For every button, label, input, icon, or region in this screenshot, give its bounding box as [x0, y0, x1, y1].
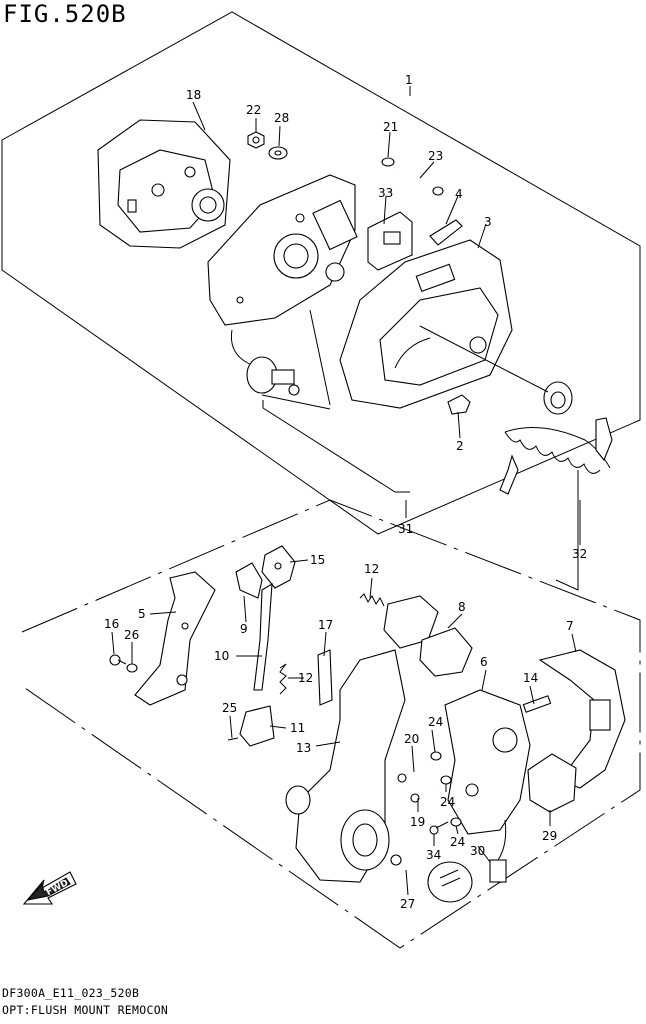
- lanyard-32: [499, 417, 613, 495]
- emblem: [427, 861, 473, 903]
- callout-4: 4: [455, 187, 463, 201]
- washer-21: [381, 157, 395, 167]
- grommet: [543, 381, 573, 415]
- plate-9: [235, 562, 263, 599]
- callout-13: 13: [296, 741, 311, 755]
- pin-14: [522, 695, 552, 713]
- callout-14: 14: [523, 671, 538, 685]
- callout-26: 26: [124, 628, 139, 642]
- screw-34: [429, 821, 449, 835]
- lever-5: [134, 571, 216, 706]
- callout-24-c: 24: [450, 835, 465, 849]
- callout-8: 8: [458, 600, 466, 614]
- callout-24-a: 24: [428, 715, 443, 729]
- figure-title: FIG.520B: [3, 0, 127, 28]
- screw-27: [390, 854, 427, 876]
- figure-code: DF300A_E11_023_520B: [2, 986, 140, 1000]
- callout-1: 1: [405, 73, 413, 87]
- washer-26: [126, 663, 138, 673]
- washer-24-a: [430, 751, 442, 761]
- assembly-boundary-upper: [1, 11, 641, 535]
- spring-12-upper: [359, 593, 385, 607]
- callout-29: 29: [542, 829, 557, 843]
- bracket-11: [239, 705, 275, 747]
- callout-30: 30: [470, 844, 485, 858]
- figure-caption: OPT:FLUSH MOUNT REMOCON: [2, 1003, 169, 1017]
- callout-7: 7: [566, 619, 574, 633]
- callout-33: 33: [378, 186, 393, 200]
- screw-16: [109, 654, 127, 666]
- screw-23: [397, 166, 444, 196]
- clip-17: [317, 649, 333, 706]
- connector-30: [489, 819, 507, 883]
- callout-6: 6: [480, 655, 488, 669]
- cover-plate: [207, 174, 358, 326]
- spring-12-lower: [279, 663, 287, 695]
- cap-2: [447, 394, 471, 415]
- handle-13: [285, 649, 406, 883]
- callout-16: 16: [104, 617, 119, 631]
- callout-10: 10: [214, 649, 229, 663]
- callout-labels: 1 18 22 28 21 23 33 4 3 2 31 32 15 12 8 …: [104, 73, 587, 911]
- callout-23: 23: [428, 149, 443, 163]
- washer-24-c: [450, 817, 462, 827]
- insert-8: [383, 595, 473, 677]
- harness-plug-31: [230, 329, 300, 396]
- arm-10: [253, 582, 273, 691]
- grip-6: [444, 689, 531, 835]
- callout-17: 17: [318, 618, 333, 632]
- callout-12-upper: 12: [364, 562, 379, 576]
- lens-4: [429, 219, 463, 246]
- faceplate-3: [339, 239, 513, 409]
- callout-11: 11: [290, 721, 305, 735]
- fwd-arrow-icon: FWD: [22, 871, 77, 905]
- switch-33: [367, 211, 413, 271]
- bracket-15: [261, 545, 296, 589]
- callout-20: 20: [404, 732, 419, 746]
- callout-21: 21: [383, 120, 398, 134]
- callout-2: 2: [456, 439, 464, 453]
- callout-34: 34: [426, 848, 441, 862]
- callout-5: 5: [138, 607, 146, 621]
- callout-31: 31: [398, 522, 413, 536]
- switch-29: [527, 753, 577, 813]
- control-box-body: [97, 119, 231, 249]
- callout-28: 28: [274, 111, 289, 125]
- washer-28: [268, 146, 288, 160]
- assembly-boundary-lower: [21, 499, 641, 949]
- callout-25: 25: [222, 701, 237, 715]
- callout-32: 32: [572, 547, 587, 561]
- callout-27: 27: [400, 897, 415, 911]
- callout-22: 22: [246, 103, 261, 117]
- pin-25: [227, 737, 239, 741]
- knob-cover-7: [538, 649, 626, 789]
- washer-24-b: [440, 775, 452, 785]
- callout-9: 9: [240, 622, 248, 636]
- screw-20: [397, 764, 433, 783]
- nut-22: [247, 131, 265, 149]
- callout-18: 18: [186, 88, 201, 102]
- callout-3: 3: [484, 215, 492, 229]
- leader-lines: [111, 86, 581, 896]
- callout-15: 15: [310, 553, 325, 567]
- callout-24-b: 24: [440, 795, 455, 809]
- callout-19: 19: [410, 815, 425, 829]
- callout-12-lower: 12: [298, 671, 313, 685]
- screw-19: [410, 784, 441, 803]
